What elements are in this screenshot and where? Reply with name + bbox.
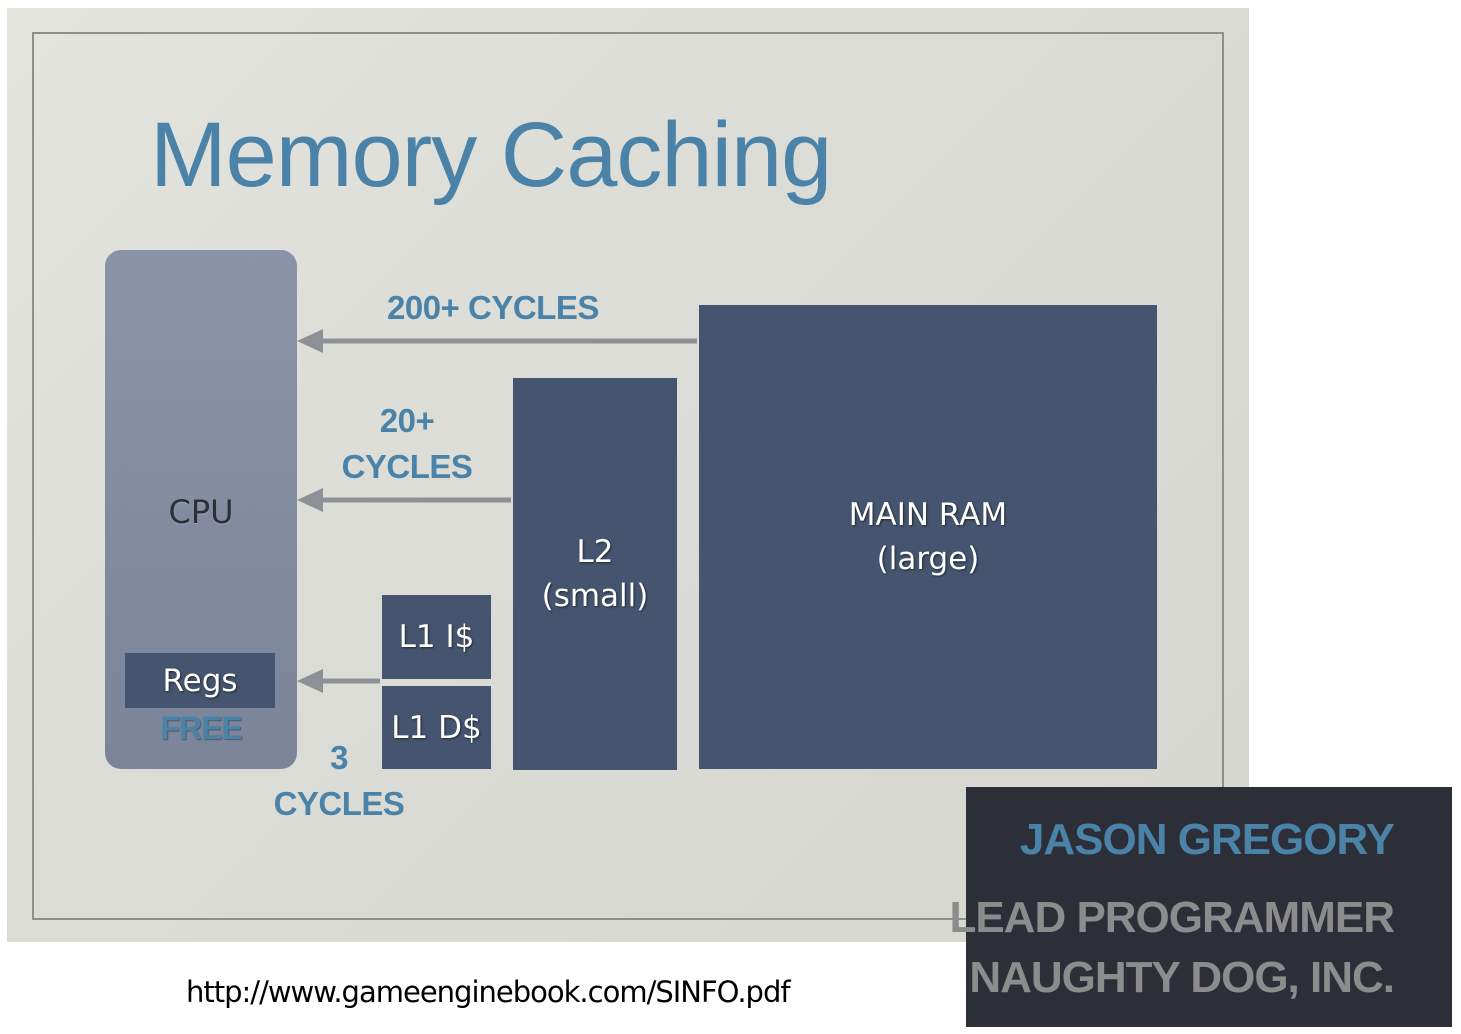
registers-cost-label: FREE bbox=[160, 710, 242, 746]
l1-latency-unit: CYCLES bbox=[273, 785, 405, 822]
slide-frame bbox=[32, 32, 1224, 920]
latency-arrows bbox=[297, 329, 697, 693]
l2-label: L2 bbox=[576, 534, 614, 570]
l2-latency-unit: CYCLES bbox=[341, 448, 473, 485]
speaker-role: LEAD PROGRAMMER bbox=[949, 893, 1395, 942]
main-ram-size-label: (large) bbox=[876, 541, 980, 577]
cpu-block: CPU Regs FREE bbox=[105, 250, 297, 769]
main-ram-block: MAIN RAM (large) bbox=[699, 305, 1157, 769]
cpu-label: CPU bbox=[168, 493, 234, 531]
speaker-company: NAUGHTY DOG, INC. bbox=[969, 953, 1395, 1002]
slide-title: Memory Caching bbox=[150, 104, 832, 206]
l2-cache-block: L2 (small) bbox=[513, 378, 677, 770]
main-ram-label: MAIN RAM bbox=[848, 497, 1008, 533]
registers-block: Regs bbox=[125, 653, 275, 708]
l1-instruction-cache-block: L1 I$ bbox=[382, 595, 491, 679]
l2-arrow-head-icon bbox=[297, 488, 323, 512]
ram-arrow-head-icon bbox=[297, 329, 323, 353]
slide: Memory Caching CPU Regs FREE L1 I$ L1 D$… bbox=[7, 8, 1249, 942]
l2-latency-value: 20+ bbox=[379, 402, 435, 439]
l1-arrow-head-icon bbox=[297, 669, 323, 693]
l1-latency-label: 3 CYCLES bbox=[269, 735, 409, 827]
l1-latency-value: 3 bbox=[330, 739, 348, 776]
l1-data-cache-block: L1 D$ bbox=[382, 686, 491, 769]
ram-latency-label: 200+ CYCLES bbox=[387, 289, 599, 326]
l2-latency-label: 20+ CYCLES bbox=[337, 398, 477, 490]
speaker-credit-panel: JASON GREGORY LEAD PROGRAMMER NAUGHTY DO… bbox=[949, 787, 1452, 1027]
speaker-name: JASON GREGORY bbox=[1019, 815, 1395, 864]
l2-size-label: (small) bbox=[541, 578, 649, 614]
source-url: http://www.gameenginebook.com/SINFO.pdf bbox=[186, 975, 791, 1009]
